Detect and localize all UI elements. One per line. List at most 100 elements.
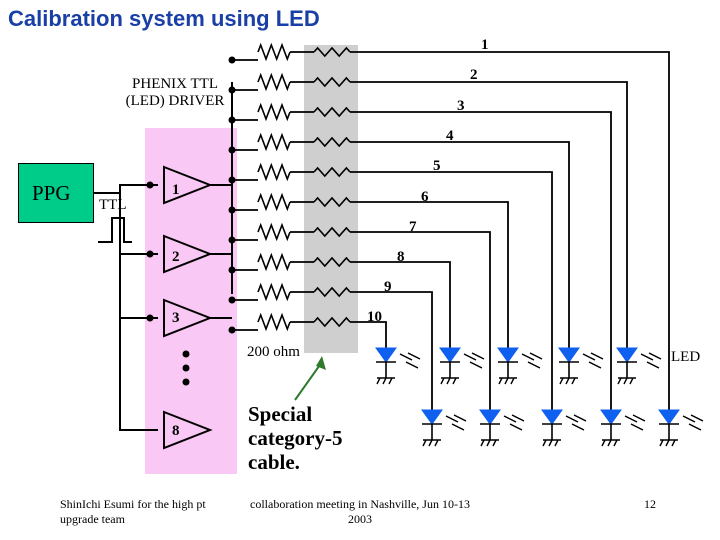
channel-number: 2 [470, 67, 478, 83]
ground-icon [659, 439, 678, 447]
ttl-pulse-icon [98, 217, 132, 243]
channel-number: 3 [457, 98, 465, 114]
channel-number: 4 [446, 128, 454, 144]
ground-icon [498, 377, 517, 385]
led-cathode [422, 423, 442, 440]
channel-wire [232, 171, 553, 410]
channel-wire [232, 291, 433, 410]
annotation-arrowhead [316, 356, 326, 370]
light-emission-icon [503, 414, 525, 431]
channel-number: 5 [433, 158, 441, 174]
cable-label: Special category-5 cable. [248, 402, 343, 474]
light-emission-icon [624, 414, 646, 431]
resistor-value-label: 200 ohm [247, 344, 300, 360]
driver-output-label: 8 [172, 423, 180, 439]
ellipsis-dot [182, 378, 190, 386]
led-cathode [542, 423, 562, 440]
ellipsis-dot [182, 350, 190, 358]
slide-title: Calibration system using LED [8, 6, 320, 31]
cable-pair-icon [313, 166, 351, 178]
driver-buffer-3 [163, 298, 213, 338]
led-cathode [440, 361, 460, 378]
driver-label: PHENIX TTL (LED) DRIVER [125, 76, 225, 109]
ground-icon [559, 377, 578, 385]
junction-dot [146, 314, 154, 322]
resistor-icon [257, 222, 291, 242]
resistor-icon [257, 102, 291, 122]
ppg-box [18, 163, 94, 223]
led-cathode [659, 423, 679, 440]
channel-wire [232, 201, 509, 348]
light-emission-icon [640, 352, 662, 369]
resistor-icon [257, 162, 291, 182]
ground-icon [542, 439, 561, 447]
driver-buffer-2 [163, 234, 213, 274]
channel-wire [232, 261, 451, 348]
driver-output-line [210, 184, 232, 319]
cable-pair-icon [313, 136, 351, 148]
ground-icon [422, 439, 441, 447]
channel-wire [232, 81, 628, 348]
led-icon [600, 409, 622, 425]
led-cathode [376, 361, 396, 378]
cable-pair-icon [313, 46, 351, 58]
driver-buffer-1 [163, 165, 213, 205]
led-cathode [559, 361, 579, 378]
cable-pair-icon [313, 76, 351, 88]
ground-icon [480, 439, 499, 447]
driver-output-label: 2 [172, 249, 180, 265]
led-icon [479, 409, 501, 425]
cable-pair-icon [313, 106, 351, 118]
ground-icon [601, 439, 620, 447]
ttl-label: TTL [99, 197, 127, 213]
led-icon [541, 409, 563, 425]
cable-pair-icon [313, 196, 351, 208]
channel-wire [232, 321, 387, 348]
driver-buffer-8 [163, 410, 213, 450]
resistor-icon [257, 282, 291, 302]
light-emission-icon [565, 414, 587, 431]
footer-author: ShinIchi Esumi for the high pt upgrade t… [60, 497, 206, 526]
channel-number: 10 [367, 309, 382, 325]
led-cathode [617, 361, 637, 378]
junction-dot [146, 181, 154, 189]
led-label: LED [671, 349, 701, 365]
cable-pair-icon [313, 226, 351, 238]
resistor-icon [257, 192, 291, 212]
channel-number: 9 [384, 279, 392, 295]
driver-output-label: 3 [172, 310, 180, 326]
led-icon [375, 347, 397, 363]
led-cathode [498, 361, 518, 378]
resistor-icon [257, 42, 291, 62]
led-icon [497, 347, 519, 363]
light-emission-icon [463, 352, 485, 369]
ppg-label: PPG [32, 181, 71, 205]
light-emission-icon [445, 414, 467, 431]
page-number: 12 [644, 497, 656, 511]
resistor-icon [257, 132, 291, 152]
cable-pair-icon [313, 316, 351, 328]
resistor-icon [257, 72, 291, 92]
ground-icon [376, 377, 395, 385]
channel-number: 6 [421, 189, 429, 205]
led-icon [558, 347, 580, 363]
led-cathode [480, 423, 500, 440]
annotation-arrow [294, 361, 323, 401]
resistor-icon [257, 312, 291, 332]
channel-wire [232, 141, 570, 348]
channel-wire [232, 231, 491, 410]
light-emission-icon [521, 352, 543, 369]
led-icon [439, 347, 461, 363]
led-icon [616, 347, 638, 363]
led-icon [658, 409, 680, 425]
resistor-icon [257, 252, 291, 272]
channel-wire [232, 111, 612, 410]
channel-number: 8 [397, 249, 405, 265]
led-icon [421, 409, 443, 425]
driver-output-label: 1 [172, 182, 180, 198]
ground-icon [617, 377, 636, 385]
ground-icon [440, 377, 459, 385]
cable-pair-icon [313, 256, 351, 268]
